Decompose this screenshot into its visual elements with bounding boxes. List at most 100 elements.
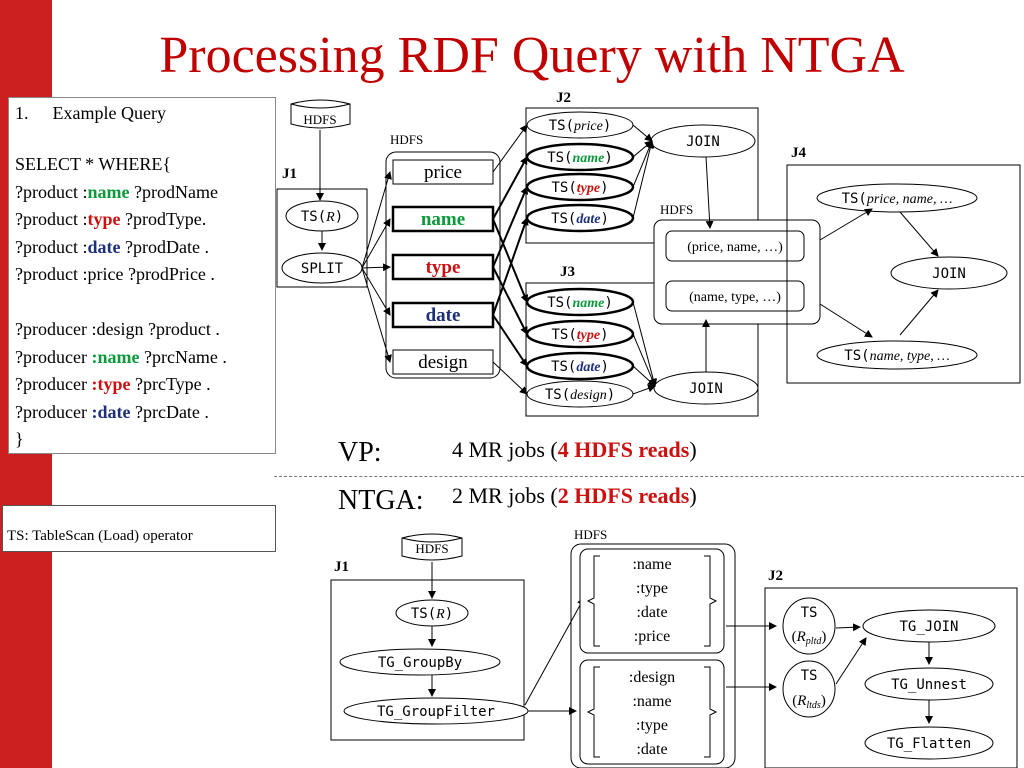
- tg-groupfilter-node: TG_GroupFilter: [343, 697, 529, 725]
- j3-ts-name: TS(name): [525, 287, 635, 317]
- ntga-ts-r-node: TS(R): [395, 599, 469, 627]
- svg-text:(Rltds): (Rltds): [792, 693, 826, 711]
- ntga-label: NTGA:: [338, 485, 424, 516]
- svg-text:TS: TS: [801, 668, 818, 684]
- group-item: :date: [636, 604, 667, 621]
- svg-text:TS(type): TS(type): [551, 180, 608, 196]
- ntga-group-1: :name :type :date :price: [579, 548, 725, 654]
- query-line: ?producer :date ?prcDate .: [15, 401, 209, 422]
- svg-text:TG_GroupBy: TG_GroupBy: [378, 655, 462, 671]
- group-item: :type: [636, 717, 668, 734]
- j3-ts-design: TS(design): [526, 380, 634, 408]
- vp-j4-label: J4: [791, 145, 807, 161]
- svg-text:TG_JOIN: TG_JOIN: [899, 619, 958, 635]
- j4-ts-2: TS(name, type, …: [816, 340, 978, 370]
- vp-label: VP:: [338, 437, 382, 468]
- svg-text:date: date: [426, 305, 461, 326]
- partition-name: name: [391, 205, 495, 233]
- svg-text:TG_Unnest: TG_Unnest: [891, 677, 967, 693]
- vp-jobs: 4 MR jobs (4 HDFS reads): [452, 437, 697, 462]
- ts-note-box: TS: TableScan (Load) operator: [2, 505, 276, 552]
- partition-price: price: [392, 159, 494, 185]
- svg-text:TS(R): TS(R): [301, 209, 343, 225]
- svg-text:TS(name, type, …: TS(name, type, …: [844, 348, 949, 364]
- ntga-hdfs-cylinder: HDFS: [401, 533, 463, 561]
- svg-text:TG_Flatten: TG_Flatten: [887, 736, 971, 752]
- query-line: ?producer :design ?product .: [15, 319, 220, 339]
- vp-hdfs-cylinder: HDFS: [290, 99, 351, 129]
- svg-text:JOIN: JOIN: [689, 381, 723, 397]
- group-item: :design: [629, 669, 675, 686]
- group-item: :type: [636, 580, 668, 597]
- partition-date: date: [391, 301, 495, 329]
- tg-flatten-node: TG_Flatten: [864, 726, 994, 760]
- query-line: ?producer :type ?prcType .: [15, 374, 211, 394]
- j4-join-node: JOIN: [890, 256, 1008, 290]
- ntga-j1-label: J1: [334, 559, 349, 575]
- j4-ts-1: TS(price, name, …: [816, 183, 978, 213]
- svg-text:(Rpltd): (Rpltd): [792, 629, 827, 647]
- vp-hdfs-label: HDFS: [303, 112, 336, 127]
- group-item: :name: [632, 693, 671, 710]
- svg-text:price: price: [424, 162, 462, 183]
- j2-ts-date: TS(date): [525, 203, 635, 233]
- svg-text:TS(R): TS(R): [411, 606, 453, 622]
- query-line: ?product :name ?prodName: [15, 181, 218, 202]
- intermediate-result-1: (price, name, …): [665, 230, 805, 262]
- intermediate-hdfs-label: HDFS: [660, 202, 693, 217]
- query-line: ?product :price ?prodPrice .: [15, 264, 215, 284]
- vp-split-node: SPLIT: [281, 252, 363, 284]
- ts-r-ltds-node: TS (Rltds): [782, 660, 836, 718]
- section-divider: [274, 476, 1024, 477]
- j3-ts-date: TS(date): [525, 351, 635, 381]
- group-item: :price: [634, 628, 670, 645]
- j2-ts-type: TS(type): [525, 172, 635, 202]
- tg-unnest-node: TG_Unnest: [864, 667, 994, 701]
- svg-text:JOIN: JOIN: [686, 134, 720, 150]
- intermediate-result-2: (name, type, …): [665, 280, 805, 312]
- tg-groupby-node: TG_GroupBy: [339, 648, 501, 676]
- ts-note: TS: TableScan (Load) operator: [7, 528, 193, 544]
- svg-text:JOIN: JOIN: [932, 266, 966, 282]
- ts-r-pltd-node: TS (Rpltd): [782, 597, 836, 655]
- j3-ts-type: TS(type): [525, 319, 635, 349]
- j3-join-node: JOIN: [653, 371, 759, 405]
- vp-j1-group: J1: [276, 166, 368, 288]
- example-query-box: 1.Example Query SELECT * WHERE{ ?product …: [8, 97, 276, 454]
- j2-ts-name: TS(name): [525, 142, 635, 172]
- svg-text:TS(price): TS(price): [549, 118, 612, 134]
- query-line: ?product :date ?prodDate .: [15, 236, 209, 257]
- partition-design: design: [392, 349, 494, 375]
- svg-text:type: type: [426, 257, 461, 278]
- vp-partitions-hdfs-label: HDFS: [390, 132, 423, 147]
- query-heading: 1.Example Query: [15, 103, 166, 123]
- query-line: SELECT * WHERE{: [15, 154, 171, 174]
- query-line: ?producer :name ?prcName .: [15, 346, 227, 367]
- svg-text:(price, name, …): (price, name, …): [687, 240, 783, 255]
- svg-text:TS(name): TS(name): [547, 295, 613, 311]
- svg-text:name: name: [421, 209, 465, 230]
- slide-title: Processing RDF Query with NTGA: [159, 27, 905, 84]
- tg-join-node: TG_JOIN: [862, 609, 996, 643]
- svg-text:TS(date): TS(date): [551, 359, 609, 375]
- svg-text:TS(price, name, …: TS(price, name, …: [842, 191, 953, 207]
- svg-text:TS(type): TS(type): [551, 327, 608, 343]
- vp-j3-label: J3: [560, 264, 575, 280]
- vp-j2-label: J2: [556, 90, 571, 106]
- group-item: :name: [632, 556, 671, 573]
- ntga-group-2: :design :name :type :date: [579, 659, 725, 765]
- svg-text:TG_GroupFilter: TG_GroupFilter: [377, 704, 495, 720]
- ntga-hdfs-label: HDFS: [574, 527, 607, 542]
- svg-text:HDFS: HDFS: [415, 541, 448, 556]
- vp-j1-label: J1: [282, 166, 297, 182]
- svg-text:TS(design): TS(design): [545, 387, 615, 403]
- svg-text:(name, type, …): (name, type, …): [689, 290, 781, 305]
- svg-text:TS(name): TS(name): [547, 150, 613, 166]
- svg-text:TS: TS: [801, 605, 818, 621]
- vp-ts-r-node: TS(R): [285, 200, 359, 232]
- group-item: :date: [636, 741, 667, 758]
- svg-text:SPLIT: SPLIT: [301, 261, 344, 277]
- ntga-jobs: 2 MR jobs (2 HDFS reads): [452, 483, 697, 508]
- ntga-j2-label: J2: [768, 568, 783, 584]
